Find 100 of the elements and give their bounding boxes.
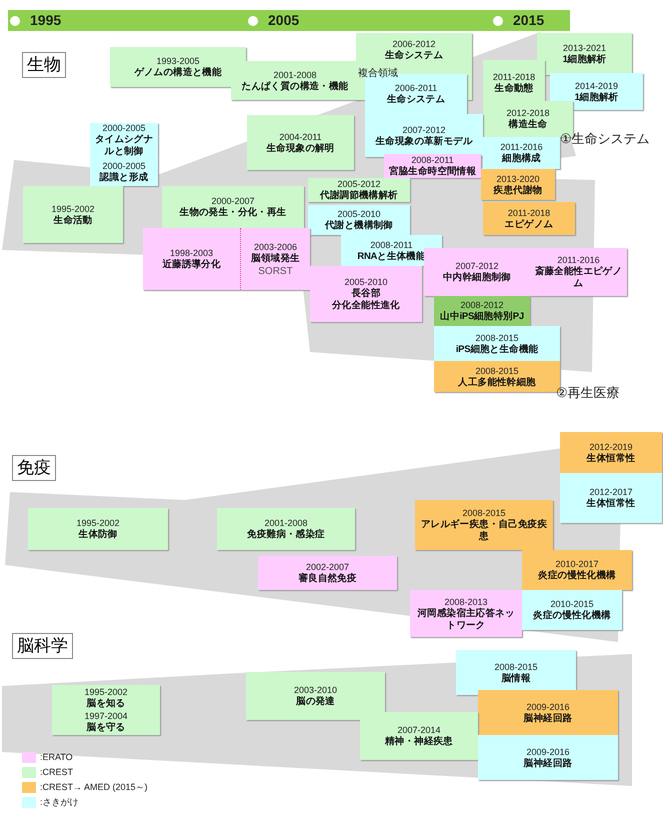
project-title: 宮脇生命時空間情報 bbox=[388, 166, 476, 178]
year-range: 1993-2005 bbox=[156, 55, 200, 67]
project-box bbox=[550, 73, 643, 110]
section-heading: 免疫 bbox=[12, 455, 56, 481]
project-title: 中内幹細胞制御 bbox=[443, 272, 511, 284]
project-box bbox=[308, 205, 410, 235]
year-range: 2013-2021 bbox=[562, 42, 606, 54]
year-range: 2000-2005 bbox=[102, 122, 146, 134]
project-title: 脳神経回路 bbox=[524, 712, 572, 724]
year-range: 1995-2002 bbox=[84, 686, 128, 698]
project-box bbox=[247, 115, 354, 170]
project-title: 長谷部 bbox=[351, 288, 381, 300]
project-box bbox=[522, 550, 632, 590]
project-title: 生命システム bbox=[384, 50, 444, 62]
year-label: 2015 bbox=[513, 11, 544, 29]
year-range: 2014-2019 bbox=[574, 80, 618, 92]
project-title: アレルギー疾患・自己免疫疾患 bbox=[420, 519, 548, 543]
project-title: 脳の発達 bbox=[296, 696, 335, 708]
area-note: 複合領域 bbox=[358, 68, 398, 80]
legend-text: :CREST→ AMED (2015～) bbox=[40, 781, 148, 794]
project-box bbox=[560, 432, 662, 473]
section-heading: 生物 bbox=[22, 52, 66, 78]
year-range: 2013-2020 bbox=[496, 172, 540, 184]
year-range: 2007-2014 bbox=[397, 724, 441, 736]
year-range: 2009-2016 bbox=[526, 746, 570, 758]
year-range: 2004-2011 bbox=[279, 130, 322, 142]
year-range: 2011-2018 bbox=[492, 70, 536, 82]
project-box bbox=[28, 508, 168, 550]
year-range: 2008-2015 bbox=[494, 660, 538, 672]
project-box bbox=[310, 266, 422, 322]
project-title: 認識と形成 bbox=[100, 172, 148, 184]
project-box bbox=[478, 690, 618, 735]
project-box bbox=[456, 650, 576, 695]
year-range: 2005-2010 bbox=[344, 276, 388, 288]
year-range: 1997-2004 bbox=[84, 710, 128, 722]
area-label: ②再生医療 bbox=[556, 384, 620, 402]
project-title: 生命システム bbox=[386, 94, 446, 106]
project-box bbox=[90, 123, 158, 157]
project-box bbox=[258, 556, 397, 590]
project-box bbox=[522, 590, 622, 630]
year-range: 2001-2008 bbox=[264, 517, 308, 528]
project-box bbox=[365, 114, 483, 157]
year-range: 2012-2019 bbox=[589, 440, 633, 452]
legend-text: :CREST bbox=[40, 766, 74, 779]
year-range: 2008-2013 bbox=[444, 596, 488, 608]
project-title: 生体恒常性 bbox=[586, 452, 636, 464]
project-box bbox=[143, 228, 240, 290]
project-box bbox=[560, 473, 662, 523]
year-range: 2003-2010 bbox=[294, 684, 338, 696]
year-range: 1995-2002 bbox=[76, 517, 120, 529]
project-title: タイムシグナルと制御 bbox=[94, 134, 154, 158]
project-box bbox=[537, 33, 632, 75]
year-range: 2008-2011 bbox=[411, 154, 454, 166]
project-box bbox=[308, 178, 410, 202]
year-range: 2005-2012 bbox=[337, 178, 381, 190]
year-range: 2006-2012 bbox=[392, 38, 436, 50]
project-box bbox=[483, 137, 560, 169]
project-title: 代謝と機構制御 bbox=[325, 220, 393, 232]
project-title: 分化全能性進化 bbox=[332, 300, 400, 312]
project-title: 炎症の慢性化機構 bbox=[538, 570, 616, 582]
section-heading: 脳科学 bbox=[12, 633, 73, 659]
project-box bbox=[240, 228, 310, 290]
year-range: 2011-2016 bbox=[500, 141, 543, 153]
project-title: 生命現象の解明 bbox=[266, 142, 334, 154]
project-box bbox=[384, 154, 481, 178]
year-range: 2007-2012 bbox=[455, 260, 499, 272]
project-title: 脳領域発生 bbox=[251, 252, 300, 264]
project-title: 脳を知る bbox=[86, 698, 126, 710]
year-range: 2012-2018 bbox=[506, 107, 550, 119]
project-title: 疾患代謝物 bbox=[494, 184, 542, 196]
project-title: 脳を守る bbox=[86, 722, 126, 734]
project-title: 審良自然免疫 bbox=[298, 573, 357, 585]
project-title: 生命活動 bbox=[54, 214, 92, 226]
year-range: 2012-2017 bbox=[589, 486, 633, 498]
project-title: エピゲノム bbox=[504, 218, 554, 230]
year-range: 2008-2015 bbox=[475, 332, 519, 344]
project-title: 炎症の慢性化機構 bbox=[533, 610, 611, 622]
year-range: 2006-2011 bbox=[394, 82, 438, 94]
project-box bbox=[483, 202, 575, 235]
year-range: 2001-2008 bbox=[273, 68, 317, 80]
project-title: 脳神経回路 bbox=[524, 758, 572, 770]
year-label: 1995 bbox=[30, 11, 62, 29]
year-range: 2009-2016 bbox=[526, 700, 570, 712]
project-title: iPS細胞と生命機能 bbox=[456, 344, 538, 356]
project-box bbox=[481, 169, 555, 200]
year-range: 2000-2007 bbox=[211, 195, 255, 207]
project-box bbox=[434, 326, 560, 361]
project-title: 山中iPS細胞特別PJ bbox=[440, 311, 524, 323]
year-range: 2011-2018 bbox=[508, 206, 550, 218]
project-title: 生命動態 bbox=[494, 82, 534, 94]
project-title: 脳情報 bbox=[501, 672, 531, 684]
project-title: 細胞構成 bbox=[502, 153, 541, 165]
year-range: 2007-2012 bbox=[402, 124, 446, 136]
project-box bbox=[52, 685, 160, 735]
project-title: 近藤誘導分化 bbox=[162, 259, 221, 271]
year-range: 2010-2015 bbox=[550, 598, 594, 610]
project-box bbox=[23, 186, 123, 243]
project-title: 1細胞解析 bbox=[574, 92, 618, 104]
year-range: 1995-2002 bbox=[51, 202, 95, 214]
project-box bbox=[478, 735, 618, 780]
